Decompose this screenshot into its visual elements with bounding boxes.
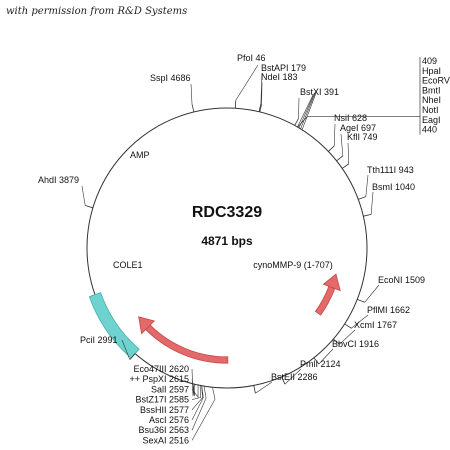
- site-leader-econi-1509: [364, 284, 380, 303]
- site-leader-pmli-2124: [284, 368, 302, 385]
- feature-amp-arrow-head: [322, 273, 341, 292]
- feature-cole1-label: COLE1: [113, 260, 143, 270]
- feature-amp-label: AMP: [130, 150, 150, 160]
- mcs-top-tick: [301, 88, 318, 130]
- mcs-bottom-label-bstz17i-2585: BstZ17I 2585: [135, 395, 189, 405]
- site-tick-bstxi-391: [294, 118, 299, 126]
- site-leader-bsmi-1040: [370, 191, 374, 215]
- site-label-pfoi-46: PfoI 46: [237, 53, 266, 63]
- site-label-kfli-749: KflI 749: [347, 132, 378, 142]
- feature-amp-arrow-body: [314, 285, 336, 316]
- site-leader-pflmi-1662: [351, 314, 369, 329]
- site-tick-ahdi-3879: [85, 205, 94, 209]
- mcs-top-label-440: 440: [422, 125, 437, 135]
- site-label-xcmi-1767: XcmI 1767: [354, 320, 397, 330]
- site-leader-bstapi-179: [260, 72, 263, 104]
- site-label-nsii-628: NsiI 628: [334, 113, 367, 123]
- mcs-bottom-leader-sexai-2516: [191, 387, 216, 441]
- plasmid-backbone-circle: [86, 107, 368, 389]
- site-leader-bsteii-2286: [255, 381, 273, 394]
- mcs-top-label-hpai: HpaI: [422, 66, 441, 76]
- site-label-pmli-2124: PmlI 2124: [300, 359, 341, 369]
- mcs-top-label-eagi: EagI: [422, 115, 441, 125]
- site-leader-sspi-4686: [190, 83, 193, 105]
- site-label-agei-697: AgeI 697: [340, 123, 376, 133]
- site-tick-bstapi-179: [258, 103, 262, 112]
- site-tick-sspi-4686: [191, 104, 195, 113]
- feature-layer: AMP cynoMMP-9 (1-707) COLE1: [88, 150, 341, 364]
- site-tick-bsmi-1040: [363, 213, 372, 217]
- mcs-bottom-label-eco47iii-2620: Eco47III 2620: [133, 364, 189, 374]
- site-leader-bbvci-1916: [318, 348, 334, 365]
- mcs-top-label-bmti: BmtI: [422, 85, 441, 95]
- mcs-top-tick: [300, 90, 317, 130]
- site-label-pcii-2991: PciI 2991: [80, 335, 118, 345]
- mcs-bottom-label-sali-2597: SalI 2597: [151, 384, 189, 394]
- site-tick-ndei-183: [259, 104, 263, 112]
- mcs-bottom-label-bsshii-2577: BssHII 2577: [140, 405, 189, 415]
- site-label-tth111i-943: Tth111I 943: [367, 165, 414, 175]
- mcs-top-label-ecorv: EcoRV: [422, 76, 450, 86]
- site-tick-kfli-749: [341, 163, 349, 169]
- site-leader-kfli-749: [347, 142, 350, 164]
- site-tick-bbvci-1916: [313, 357, 320, 365]
- feature-mmp9-label: cynoMMP-9 (1-707): [253, 260, 333, 270]
- mcs-bottom-label-bsu36i-2563: Bsu36I 2563: [138, 425, 189, 435]
- mcs-bottom-leader-bsu36i-2563: [191, 386, 207, 431]
- mcs-bottom-leader-eco47iii-2620: [191, 368, 195, 397]
- mcs-top-tick: [298, 92, 315, 129]
- site-tick-pflmi-1662: [344, 323, 352, 329]
- mcs-bottom-leader-asci-2576: [191, 385, 204, 421]
- mcs-top-label-409: 409: [422, 56, 437, 66]
- mcs-top-label-noti: NotI: [422, 105, 439, 115]
- site-label-ahdi-3879: AhdI 3879: [38, 175, 79, 185]
- mcs-bottom-label-sexai-2516: SexAI 2516: [142, 435, 189, 445]
- feature-mmp9-arrow-body: [145, 324, 229, 364]
- site-label-bbvci-1916: BbvCI 1916: [332, 339, 379, 349]
- mcs-bottom-label-pspxi-2615: ++ PspXI 2615: [129, 374, 189, 384]
- site-label-econi-1509: EcoNI 1509: [378, 275, 425, 285]
- feature-cole1-band: [88, 292, 140, 359]
- site-leader-ahdi-3879: [81, 185, 86, 206]
- mcs-top-tick: [297, 94, 314, 128]
- site-tick-xcmi-1767: [333, 338, 340, 345]
- site-tick-tth111i-943: [358, 196, 366, 200]
- mcs-bottom-label-asci-2576: AscI 2576: [149, 415, 189, 425]
- mcs-bottom-leader-bsshii-2577: [191, 385, 203, 410]
- site-label-ndei-183: NdeI 183: [261, 72, 298, 82]
- mcs-top-label-nhei: NheI: [422, 95, 441, 105]
- site-tick-nsii-628: [328, 145, 335, 152]
- mcs-bottom-leader-sali-2597: [191, 384, 199, 398]
- site-label-sspi-4686: SspI 4686: [150, 73, 191, 83]
- site-label-bstxi-391: BstXI 391: [300, 87, 339, 97]
- site-leader-agei-697: [340, 133, 344, 156]
- site-leader-pcii-2991: [121, 339, 131, 360]
- feature-mmp9-arrow-head: [138, 316, 156, 335]
- mcs-bottom-leader-bstz17i-2585: [191, 385, 201, 400]
- site-tick-agei-697: [336, 155, 344, 162]
- plasmid-name: RDC3329: [192, 204, 262, 221]
- mcs-top-leader: [297, 116, 308, 128]
- site-tick-econi-1509: [357, 298, 365, 303]
- site-leader-xcmi-1767: [339, 329, 356, 345]
- site-tick-pmli-2124: [281, 376, 286, 385]
- site-label-bsmi-1040: BsmI 1040: [372, 182, 415, 192]
- mcs-bottom-leader-pspxi-2615: [191, 379, 196, 397]
- plasmid-size: 4871 bps: [201, 234, 253, 248]
- site-tick-bsteii-2286: [253, 385, 256, 394]
- site-label-bstapi-179: BstAPI 179: [261, 63, 306, 73]
- site-label-pflmi-1662: PflMI 1662: [367, 305, 410, 315]
- site-leader-pfoi-46: [235, 64, 259, 101]
- site-label-bsteii-2286: BstEII 2286: [271, 372, 318, 382]
- permission-credit: with permission from R&D Systems: [6, 6, 188, 17]
- site-leader-nsii-628: [333, 123, 336, 146]
- site-tick-pcii-2991: [129, 353, 136, 360]
- site-leader-tth111i-943: [365, 174, 369, 197]
